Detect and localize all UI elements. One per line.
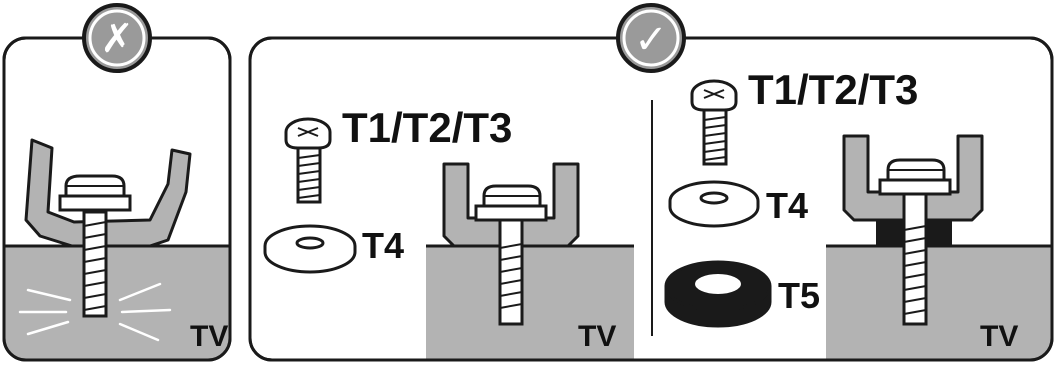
correct-panel: T1/T2/T3 T4 xyxy=(248,3,1054,362)
bracket-icon xyxy=(442,162,580,248)
spacer-label: T5 xyxy=(778,275,820,316)
tv-label: TV xyxy=(190,320,228,353)
spacer-icon xyxy=(664,260,772,328)
crack-lines-icon xyxy=(18,282,172,342)
screw-icon xyxy=(284,117,332,204)
screw-icon xyxy=(690,79,738,166)
washer-label: T4 xyxy=(766,185,808,226)
bent-bracket-icon xyxy=(24,138,192,248)
wrong-badge: ✗ xyxy=(82,3,152,73)
bracket-icon xyxy=(842,134,984,222)
option-b: T1/T2/T3 T4 T5 xyxy=(664,66,1052,360)
option-a: T1/T2/T3 T4 xyxy=(263,104,634,360)
washer-icon xyxy=(263,224,357,274)
tv-label: TV xyxy=(980,320,1018,353)
wrong-panel: TV ✗ xyxy=(2,3,232,362)
tv-label: TV xyxy=(578,320,616,353)
washer-icon xyxy=(668,180,760,228)
washer-label: T4 xyxy=(362,225,404,266)
tv-body xyxy=(426,246,634,360)
tv-body xyxy=(826,246,1052,360)
tv-body xyxy=(4,246,230,360)
screw-label: T1/T2/T3 xyxy=(342,104,512,151)
correct-badge: ✓ xyxy=(616,3,686,73)
screw-label: T1/T2/T3 xyxy=(748,66,918,113)
cross-icon: ✗ xyxy=(100,16,134,62)
check-icon: ✓ xyxy=(634,17,668,63)
